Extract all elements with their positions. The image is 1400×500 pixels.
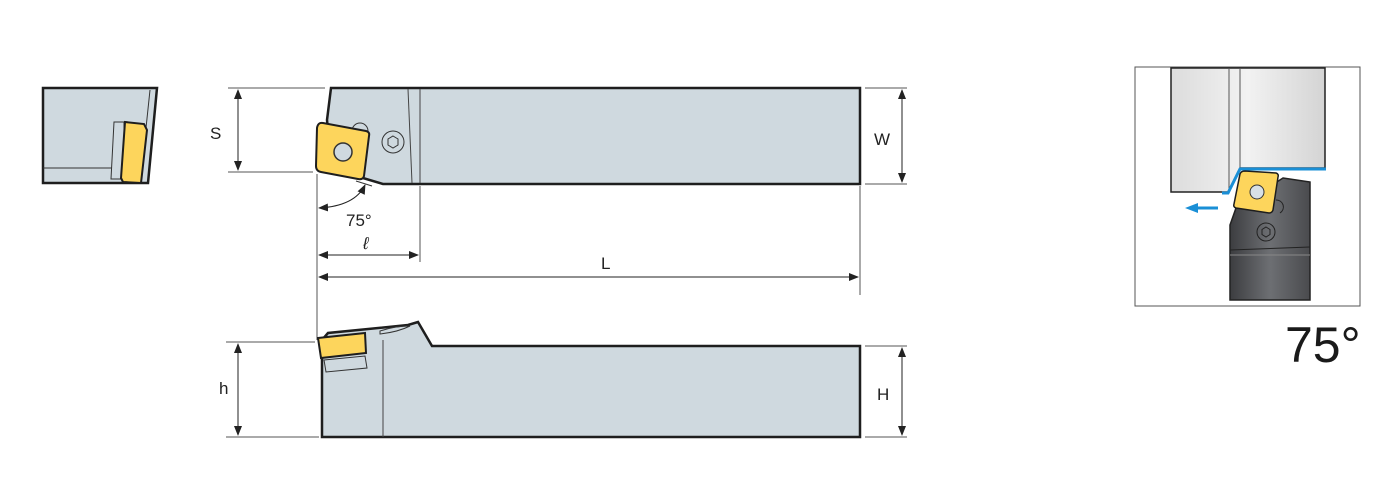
end-view xyxy=(41,86,159,185)
dimension-h: h xyxy=(219,341,319,438)
side-view xyxy=(316,320,862,439)
feed-direction-arrow-icon xyxy=(1185,203,1218,213)
label-S: S xyxy=(210,124,221,143)
label-angle: 75° xyxy=(346,211,372,230)
application-inset: 75° xyxy=(1134,66,1361,373)
label-H: H xyxy=(877,385,889,404)
dimension-S: S xyxy=(210,87,325,173)
label-l: ℓ xyxy=(362,234,369,253)
dimension-L: L xyxy=(318,254,859,281)
inset-angle-label: 75° xyxy=(1285,317,1361,373)
dimension-angle: 75° xyxy=(318,180,373,230)
label-h: h xyxy=(219,379,228,398)
top-view xyxy=(314,86,862,186)
dimension-H: H xyxy=(865,345,907,438)
dimension-l: ℓ xyxy=(318,234,419,259)
label-W: W xyxy=(874,130,890,149)
dimension-W: W xyxy=(865,87,907,185)
label-L: L xyxy=(601,254,610,273)
